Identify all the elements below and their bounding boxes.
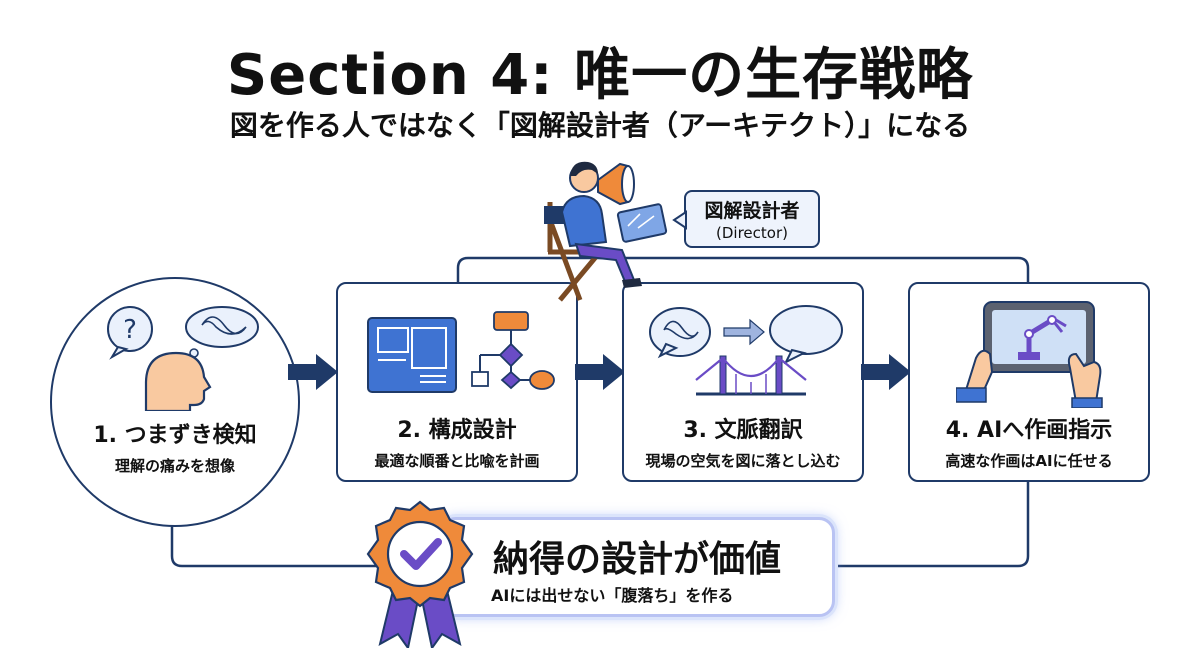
svg-text:?: ? [123, 315, 137, 345]
director-label: 図解設計者 [704, 200, 800, 222]
page-title: Section 4: 唯一の生存戦略 [226, 43, 974, 108]
step-3-box: 3. 文脈翻訳 現場の空気を図に落とし込む [622, 282, 864, 482]
step-2-subtitle: 最適な順番と比喩を計画 [374, 452, 540, 470]
thinking-head-icon: ? [107, 306, 259, 411]
award-ribbon-check-icon [366, 500, 474, 648]
page-subtitle: 図を作る人ではなく「図解設計者（アーキテクト）」になる [229, 109, 971, 142]
value-title: 納得の設計が価値 [493, 539, 782, 580]
director-label-bubble: 図解設計者 (Director) [684, 190, 820, 248]
bridge-translation-icon [649, 305, 843, 396]
step-3-title: 3. 文脈翻訳 [683, 418, 803, 443]
director-sublabel: (Director) [716, 224, 788, 242]
step-2-box: 2. 構成設計 最適な順番と比喩を計画 [336, 282, 578, 482]
blueprint-flowchart-icon [367, 311, 555, 393]
step-4-title: 4. AIへ作画指示 [945, 418, 1113, 443]
step-1-subtitle: 理解の痛みを想像 [114, 457, 235, 475]
director-in-chair-icon [544, 161, 668, 302]
step-4-box: 4. AIへ作画指示 高速な作画はAIに任せる [908, 282, 1150, 482]
arrow-right-icon [575, 354, 625, 390]
step-1-title: 1. つまずき検知 [93, 423, 257, 448]
step-1-circle: ? 1. つまずき検知 理解の痛みを想像 [50, 277, 300, 527]
arrow-right-icon [861, 354, 911, 390]
bubble-tail-icon [672, 210, 687, 230]
tablet-robot-arm-icon [956, 301, 1103, 408]
value-subtitle: AIには出せない「腹落ち」を作る [491, 586, 734, 605]
step-2-title: 2. 構成設計 [397, 418, 517, 443]
value-callout: 納得の設計が価値 AIには出せない「腹落ち」を作る [440, 517, 835, 617]
step-4-subtitle: 高速な作画はAIに任せる [945, 452, 1113, 470]
arrow-right-icon [288, 354, 338, 390]
step-3-subtitle: 現場の空気を図に落とし込む [645, 452, 841, 470]
